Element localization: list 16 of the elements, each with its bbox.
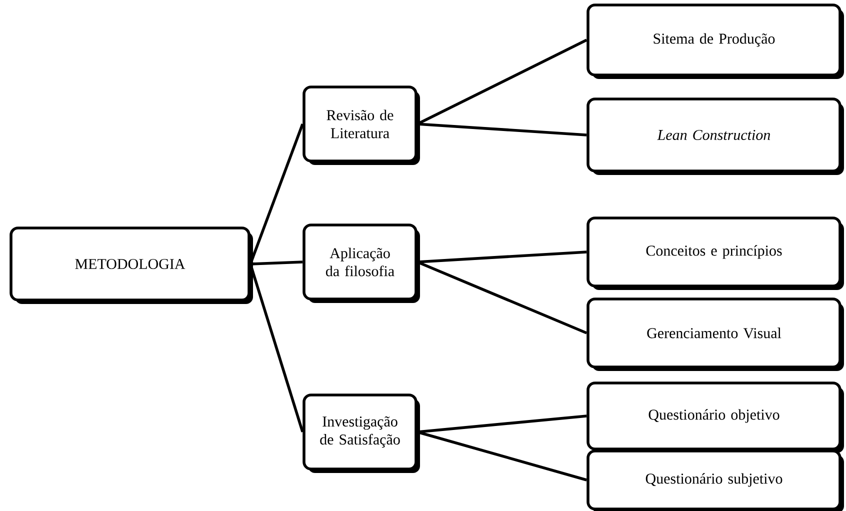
- text-box: Aplicação da filosofia: [302, 224, 420, 303]
- text-box: Revisão de Literatura: [302, 86, 420, 165]
- node-label: Questionário subjetivo: [646, 473, 782, 487]
- text-box: Lean Construction: [586, 98, 844, 175]
- text-box: Sitema de Produção: [586, 4, 844, 79]
- connector-line: [417, 122, 587, 136]
- text-box: Investigação de Satisfação: [302, 394, 420, 473]
- connector-line: [250, 260, 303, 266]
- text-box: Gerenciamento Visual: [586, 298, 844, 371]
- text-box: Questionário objetivo: [586, 382, 844, 453]
- text-box: Questionário subjetivo: [586, 450, 844, 511]
- text-box: METODOLOGIA: [10, 226, 253, 304]
- connector-line: [417, 250, 587, 264]
- connector-line: [417, 430, 587, 482]
- connector-line: [417, 414, 587, 434]
- text-box: Conceitos e princípios: [586, 216, 844, 290]
